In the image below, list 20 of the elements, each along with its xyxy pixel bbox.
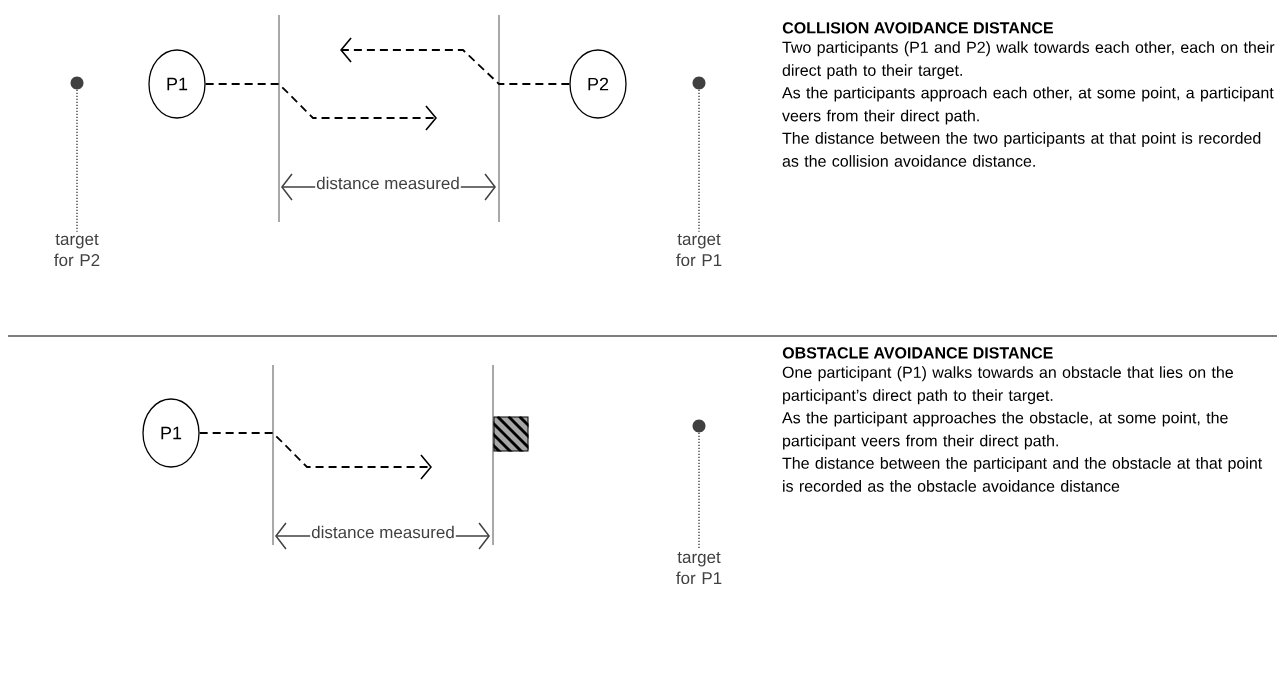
description-text: The distance between the participant and the obstacle at that point is recorded as the obstacle avoidance distance xyxy=(782,457,1263,492)
description-text: Two participants (P1 and P2) walk towards each other, each on their direct path to their target. xyxy=(782,41,1275,80)
description-text: The distance between the two participants at that point is recorded as the collision avoidance distance. xyxy=(782,132,1261,167)
path-arrow xyxy=(340,37,571,85)
description-text: As the participants approach each other, at some point, a participant veers from their direct path. xyxy=(782,86,1274,125)
path-arrow xyxy=(204,83,437,131)
section-heading: OBSTACLE AVOIDANCE DISTANCE xyxy=(782,347,1053,359)
dimension-label: distance measured xyxy=(310,524,456,540)
section-heading: COLLISION AVOIDANCE DISTANCE xyxy=(782,22,1053,34)
dotted-line xyxy=(76,88,78,233)
path-arrow xyxy=(198,432,432,480)
target-label: target for P1 xyxy=(676,551,722,585)
target-label: target for P1 xyxy=(676,233,722,267)
description-text: One participant (P1) walks towards an obstacle that lies on the participant’s direct path to their target. xyxy=(782,366,1233,405)
target-label: target for P2 xyxy=(54,233,100,267)
description-text: As the participant approaches the obstacle, at some point, the participant veers from their direct path. xyxy=(782,411,1228,450)
obstacle-block xyxy=(493,416,529,452)
dotted-line xyxy=(698,431,700,551)
dotted-line xyxy=(698,88,700,233)
dimension-label: distance measured xyxy=(315,175,461,191)
